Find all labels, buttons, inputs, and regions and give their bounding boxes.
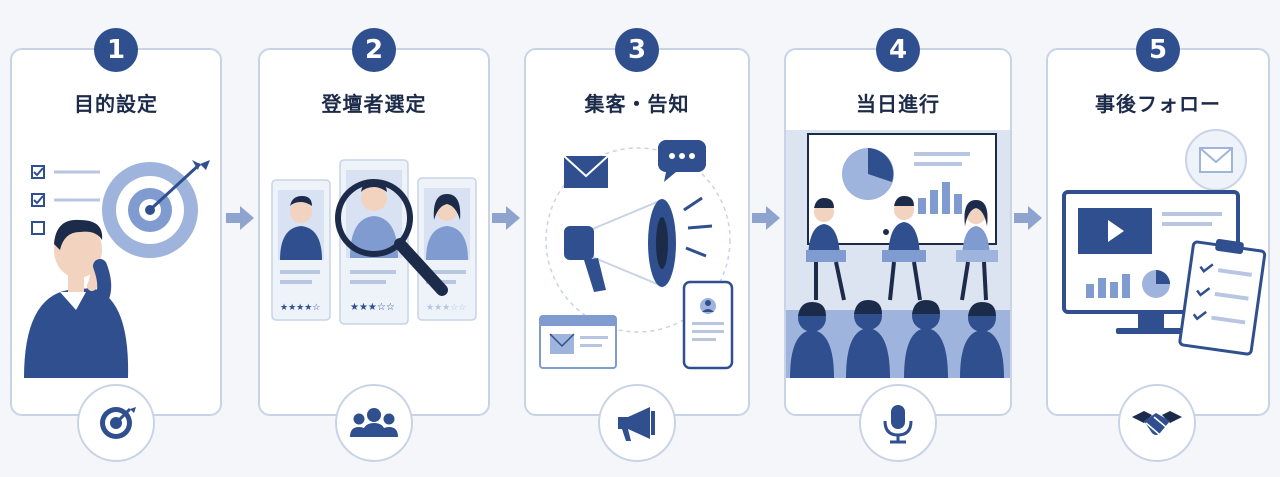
- step-icon-circle-1: [77, 384, 155, 462]
- flow-arrow-3: [752, 206, 780, 230]
- speaker-selection-illustration: ★★★★☆ ★★★☆☆ ★★★☆☆: [271, 159, 477, 325]
- step-title-4: 当日進行: [856, 92, 940, 116]
- step-icon-circle-3: [598, 384, 676, 462]
- handshake-icon: [1132, 411, 1182, 436]
- flow-arrow-1: [226, 206, 254, 230]
- people-group-icon: [350, 408, 398, 437]
- step-title-1: 目的設定: [74, 92, 158, 116]
- svg-text:★★★☆☆: ★★★☆☆: [350, 302, 395, 313]
- step-icon-circle-4: [859, 384, 937, 462]
- flow-arrow-4: [1014, 206, 1042, 230]
- event-day-illustration: [786, 130, 1010, 378]
- step-number-badge-5: 5: [1136, 28, 1180, 72]
- step-number-badge-4: 4: [876, 28, 920, 72]
- microphone-icon: [883, 405, 913, 444]
- step-title-2: 登壇者選定: [321, 92, 427, 116]
- promotion-illustration: [539, 140, 734, 370]
- goal-setting-illustration: [24, 160, 210, 378]
- megaphone-icon: [618, 407, 655, 441]
- step-title-5: 事後フォロー: [1095, 92, 1221, 116]
- step-number-badge-3: 3: [615, 28, 659, 72]
- svg-text:★★★★☆: ★★★★☆: [280, 303, 320, 313]
- follow-up-illustration: [1062, 129, 1267, 356]
- step-title-3: 集客・告知: [584, 92, 690, 116]
- flow-arrow-2: [492, 206, 520, 230]
- step-icon-circle-5: [1118, 384, 1196, 462]
- step-number-badge-2: 2: [352, 28, 396, 72]
- target-icon: [100, 407, 136, 439]
- step-number-badge-1: 1: [94, 28, 138, 72]
- svg-text:★★★☆☆: ★★★☆☆: [426, 303, 466, 313]
- step-icon-circle-2: [335, 384, 413, 462]
